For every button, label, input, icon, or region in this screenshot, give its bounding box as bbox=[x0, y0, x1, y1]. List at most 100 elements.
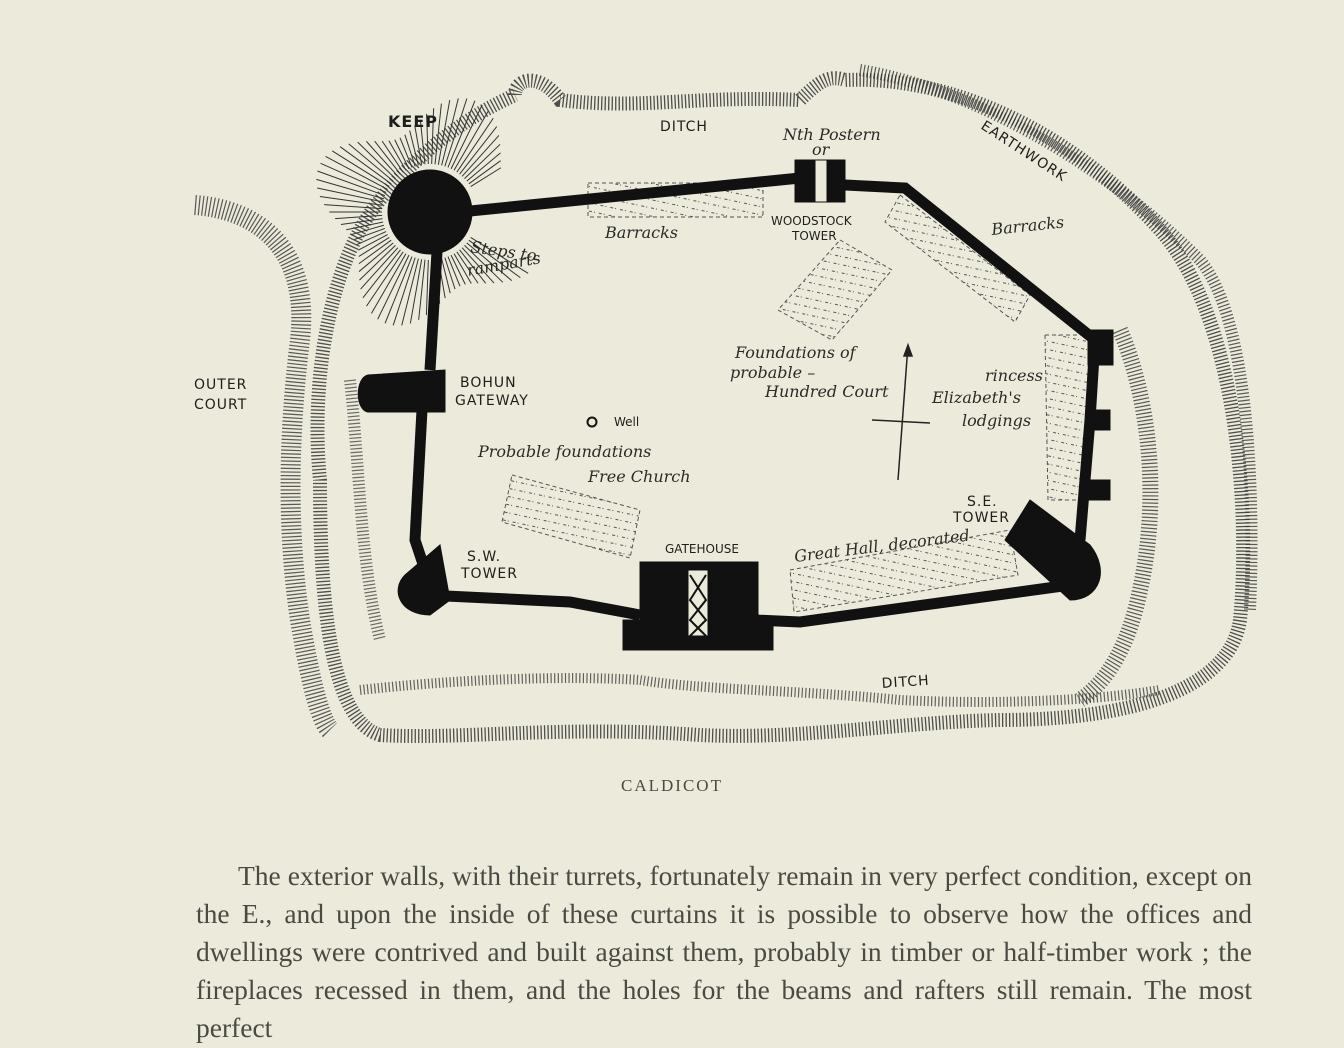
label-princess-3: lodgings bbox=[962, 411, 1031, 430]
hachure-ray bbox=[409, 259, 423, 324]
label-ditch-bottom: DITCH bbox=[881, 673, 930, 692]
hachure-ray bbox=[366, 251, 404, 307]
hachure-ray bbox=[358, 242, 394, 272]
label-gatehouse: GATEHOUSE bbox=[665, 542, 739, 556]
body-paragraph: The exterior walls, with their turrets, … bbox=[196, 860, 1252, 1043]
hachure-ray bbox=[381, 140, 404, 173]
label-outer-court-2: COURT bbox=[194, 397, 247, 413]
hachure-ray bbox=[359, 244, 396, 281]
label-bohun-1: BOHUN bbox=[460, 375, 517, 391]
earthwork-outer-hachure bbox=[194, 64, 1258, 744]
label-barracks-top: Barracks bbox=[604, 223, 678, 242]
se-tower bbox=[1004, 499, 1101, 601]
sw-tower bbox=[397, 544, 451, 616]
hachure-ray bbox=[441, 98, 459, 166]
label-se-tower-1: S.E. bbox=[967, 494, 998, 510]
hachure-ray bbox=[459, 249, 487, 284]
hachure-ray bbox=[331, 150, 390, 187]
figure-caption: CALDICOT bbox=[621, 776, 723, 795]
hachure-ray bbox=[324, 204, 383, 210]
hachure-ray bbox=[464, 244, 504, 283]
hachure-ray bbox=[335, 214, 383, 220]
hachure-ray bbox=[444, 98, 468, 167]
hachure-ray bbox=[358, 234, 388, 251]
hachure-ray bbox=[453, 110, 489, 171]
label-foundations-2: probable – bbox=[730, 363, 815, 382]
hachure-ray bbox=[468, 160, 501, 185]
label-foundations-1: Foundations of bbox=[734, 343, 859, 362]
hachure-ray bbox=[366, 141, 399, 177]
castle-plan: KEEP DITCH Nth Postern or EARTHWORK Barr… bbox=[194, 64, 1258, 744]
hachure-ray bbox=[468, 239, 521, 279]
hachure-ray bbox=[339, 146, 392, 185]
hachure-ray bbox=[356, 231, 387, 246]
hachure-ray bbox=[444, 257, 456, 290]
hachure-ray bbox=[453, 253, 472, 284]
label-woodstock-2: TOWER bbox=[791, 229, 837, 243]
hachure-ray bbox=[466, 242, 513, 281]
hachure-ray bbox=[450, 104, 483, 170]
hachure-ray bbox=[418, 259, 426, 320]
hachure-ray bbox=[470, 237, 529, 274]
label-well: Well bbox=[614, 415, 639, 429]
hachure-ray bbox=[358, 239, 392, 265]
hachure-ray bbox=[437, 100, 451, 165]
hachure-ray bbox=[464, 143, 501, 180]
hachure-ray bbox=[461, 247, 495, 284]
hachure-ray bbox=[357, 141, 396, 180]
label-free-church-2: Free Church bbox=[587, 467, 691, 486]
hachure-ray bbox=[317, 187, 384, 203]
well-marker bbox=[586, 416, 598, 428]
hachure-ray bbox=[434, 103, 442, 165]
hachure-ray bbox=[426, 113, 429, 165]
keep-mound-hachure bbox=[316, 98, 529, 326]
hachure-ray bbox=[362, 249, 401, 299]
hachure-ray bbox=[447, 256, 461, 287]
hachure-ray bbox=[409, 130, 419, 166]
towers bbox=[357, 159, 1114, 651]
hachure-ray bbox=[461, 135, 500, 177]
hachure-ray bbox=[466, 152, 501, 182]
label-barracks-right: Barracks bbox=[989, 212, 1065, 239]
label-princess-1: rincess bbox=[985, 366, 1043, 385]
hachure-ray bbox=[392, 257, 416, 326]
label-keep: KEEP bbox=[388, 112, 438, 131]
hachure-ray bbox=[388, 140, 407, 171]
hachure-ray bbox=[340, 218, 383, 226]
hachure-ray bbox=[320, 162, 387, 193]
label-free-church-1: Probable foundations bbox=[477, 442, 651, 461]
hachure-ray bbox=[358, 237, 390, 257]
hachure-ray bbox=[317, 170, 386, 197]
hachure-ray bbox=[450, 254, 466, 285]
hachure-ray bbox=[431, 108, 435, 165]
hachure-ray bbox=[325, 156, 388, 190]
hachure-ray bbox=[394, 139, 410, 170]
hachure-ray bbox=[399, 137, 413, 168]
label-sw-tower-2: TOWER bbox=[460, 566, 518, 582]
label-princess-2: Elizabeth's bbox=[931, 388, 1021, 407]
label-n-postern-1: Nth Postern bbox=[782, 125, 881, 144]
hachure-ray bbox=[459, 126, 498, 175]
hachure-ray bbox=[374, 140, 401, 175]
hachure-ray bbox=[346, 221, 384, 231]
hachure-ray bbox=[447, 100, 476, 168]
hachure-ray bbox=[401, 258, 419, 326]
hachure-ray bbox=[456, 251, 479, 284]
hachure-ray bbox=[404, 134, 416, 167]
plan-labels: KEEP DITCH Nth Postern or EARTHWORK Barr… bbox=[194, 112, 1070, 692]
hachure-ray bbox=[384, 256, 413, 324]
hachure-ray bbox=[456, 117, 494, 173]
compass-cross bbox=[871, 342, 931, 481]
hachure-ray bbox=[350, 224, 384, 236]
hachure-ray bbox=[441, 258, 451, 294]
label-se-tower-2: TOWER bbox=[952, 510, 1010, 526]
hachure-ray bbox=[414, 125, 423, 165]
hachure-ray bbox=[316, 178, 384, 200]
hachure-ray bbox=[425, 259, 429, 316]
label-ditch-top: DITCH bbox=[660, 119, 708, 135]
label-earthwork: EARTHWORK bbox=[978, 118, 1070, 185]
hachure-ray bbox=[348, 143, 394, 182]
hachure-ray bbox=[319, 196, 383, 206]
bohun-gateway bbox=[357, 369, 446, 413]
hachure-ray bbox=[377, 254, 410, 320]
